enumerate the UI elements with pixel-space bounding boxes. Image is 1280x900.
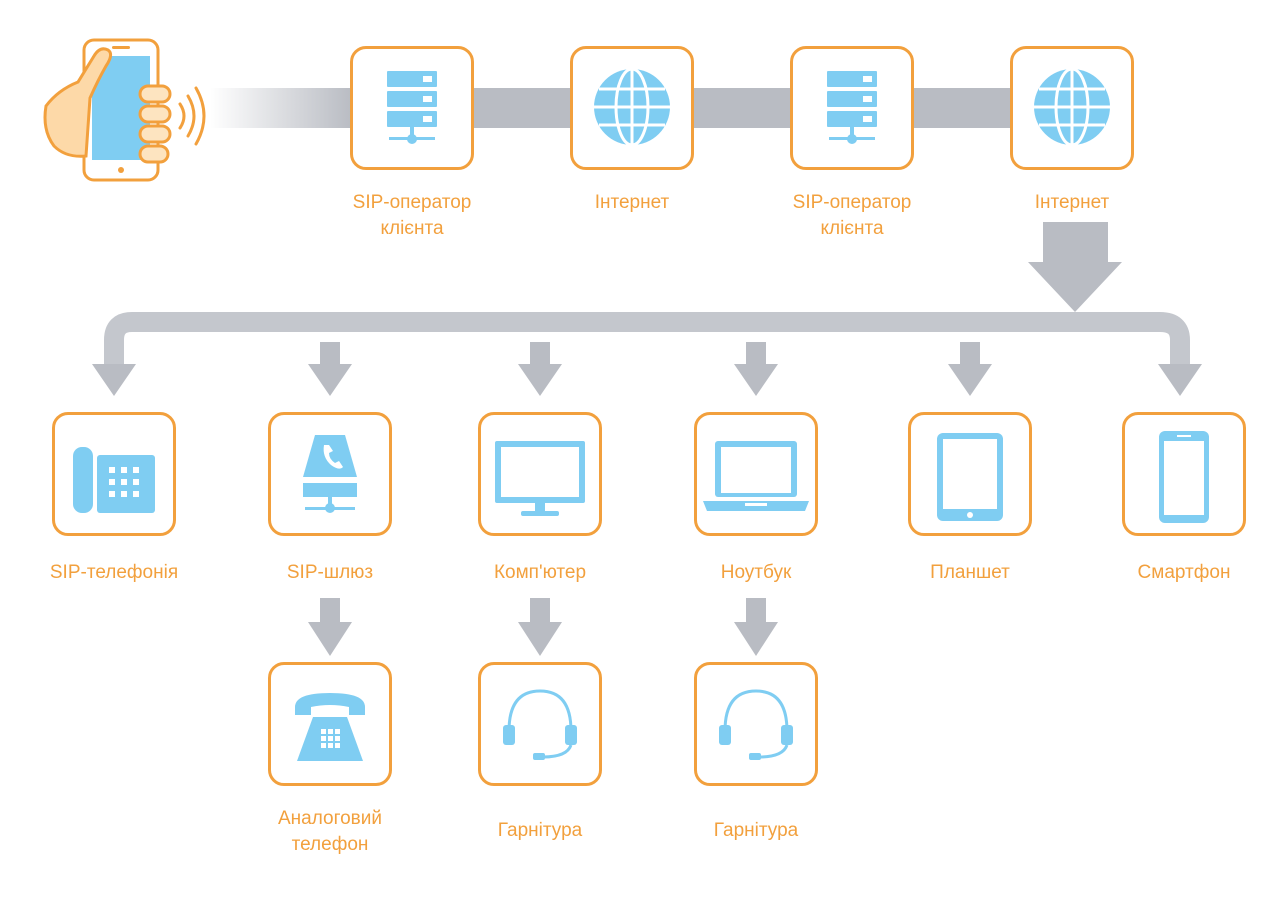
headset-icon bbox=[719, 689, 793, 760]
sub-arrow bbox=[308, 598, 352, 656]
globe-icon bbox=[1034, 67, 1110, 147]
node-sip-operator bbox=[790, 46, 914, 170]
node-computer bbox=[478, 412, 602, 536]
node-internet bbox=[570, 46, 694, 170]
globe-icon bbox=[594, 67, 670, 147]
top-connector bbox=[692, 88, 790, 128]
signal-fade-bar bbox=[210, 88, 352, 128]
voip-gateway-icon bbox=[303, 435, 357, 513]
node-headset bbox=[694, 662, 818, 786]
node-smartphone bbox=[1122, 412, 1246, 536]
headset-icon bbox=[503, 689, 577, 760]
branch-arrow bbox=[92, 364, 136, 396]
branch-arrow bbox=[518, 342, 562, 396]
node-label: Комп'ютер bbox=[493, 562, 587, 583]
smartphone-icon bbox=[1159, 431, 1209, 523]
branch-arrow bbox=[308, 342, 352, 396]
monitor-icon bbox=[495, 441, 585, 516]
node-analog-phone bbox=[268, 662, 392, 786]
top-connector bbox=[912, 88, 1010, 128]
node-internet bbox=[1010, 46, 1134, 170]
node-laptop bbox=[694, 412, 818, 536]
node-tablet bbox=[908, 412, 1032, 536]
sub-arrow bbox=[518, 598, 562, 656]
node-sip-gateway bbox=[268, 412, 392, 536]
node-label: Аналоговий телефон bbox=[278, 808, 382, 855]
branch-arrow bbox=[1158, 364, 1202, 396]
node-headset bbox=[478, 662, 602, 786]
node-sip-telephony bbox=[52, 412, 176, 536]
desk-ip-phone-icon bbox=[73, 447, 155, 513]
node-label: Гарнітура bbox=[713, 820, 799, 841]
branch-arrow bbox=[948, 342, 992, 396]
laptop-icon bbox=[703, 441, 809, 511]
node-label: Гарнітура bbox=[497, 820, 583, 841]
node-label: SIP-оператор клієнта bbox=[792, 192, 912, 239]
node-sip-operator bbox=[350, 46, 474, 170]
server-stack-icon bbox=[827, 71, 877, 144]
server-stack-icon bbox=[387, 71, 437, 144]
node-label: SIP-оператор клієнта bbox=[352, 192, 472, 239]
branch-arrow bbox=[734, 342, 778, 396]
hand-smartphone-calling-icon bbox=[43, 38, 206, 182]
distribution-bar bbox=[104, 312, 1190, 370]
node-label: Смартфон bbox=[1137, 562, 1231, 583]
node-label: SIP-шлюз bbox=[286, 562, 374, 583]
tablet-icon bbox=[937, 433, 1003, 521]
sub-arrow bbox=[734, 598, 778, 656]
top-connector bbox=[472, 88, 570, 128]
analog-telephone-icon bbox=[295, 693, 365, 761]
node-label: Інтернет bbox=[594, 192, 670, 213]
node-label: Інтернет bbox=[1034, 192, 1110, 213]
node-label: Планшет bbox=[930, 562, 1010, 583]
node-label: Ноутбук bbox=[720, 562, 792, 583]
node-label: SIP-телефонія bbox=[49, 562, 179, 583]
main-down-arrow bbox=[1028, 222, 1122, 312]
